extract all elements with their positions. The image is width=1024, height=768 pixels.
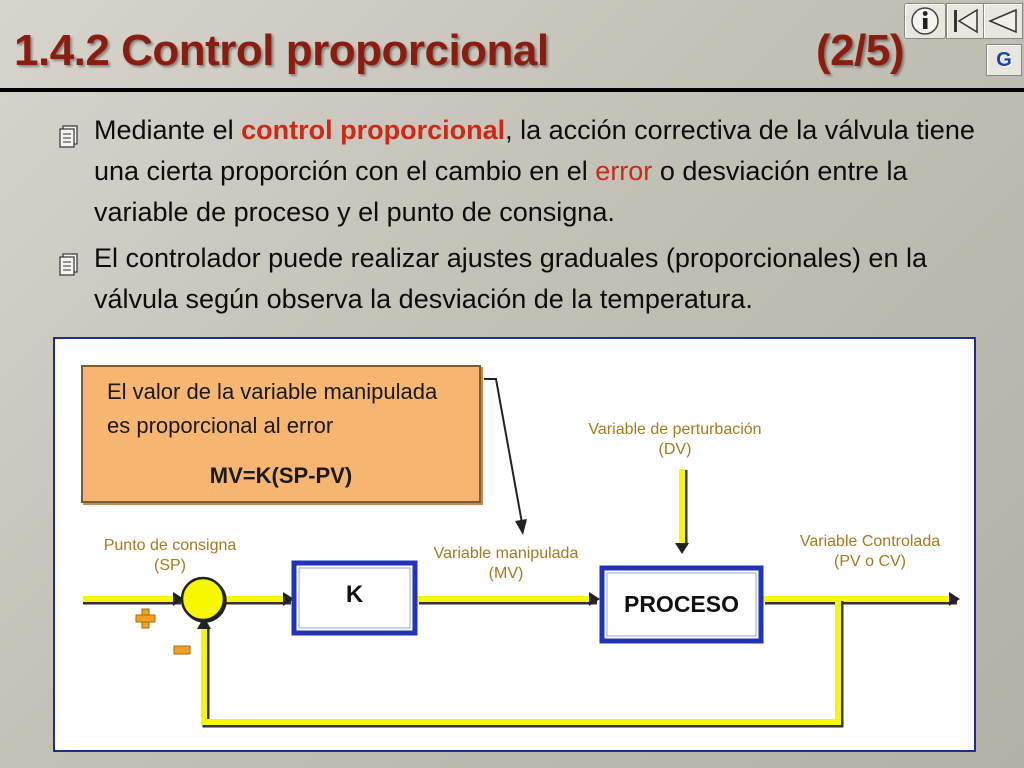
- feedback-loop-line: [201, 599, 841, 725]
- summing-junction: [180, 576, 226, 622]
- first-slide-icon: [954, 8, 978, 34]
- manipulated-label-line: Variable manipulada: [433, 545, 579, 562]
- arrowhead: [283, 592, 294, 606]
- controller-block-label: K: [345, 581, 364, 608]
- controlled-label-abbr: (PV o CV): [833, 553, 906, 570]
- callout-arrow-line: [484, 378, 523, 524]
- bullet-item: Mediante el control proporcional, la acc…: [56, 110, 986, 233]
- first-slide-button[interactable]: [946, 3, 984, 39]
- previous-slide-icon: [988, 8, 1017, 34]
- minus-sign-icon: [173, 645, 191, 655]
- arrowhead: [197, 617, 211, 629]
- bullet-list: Mediante el control proporcional, la acc…: [56, 110, 986, 320]
- bullet-text: El controlador puede realizar ajustes gr…: [94, 243, 927, 314]
- process-block: [599, 565, 764, 644]
- slide-title-text: 1.4.2 Control proporcional: [14, 26, 549, 75]
- text-run: Mediante el: [94, 115, 242, 145]
- arrowhead: [589, 592, 600, 606]
- text-run: o desviación entre la variable de proces…: [94, 156, 908, 227]
- disturbance-variable-label: Variable de perturbación (DV): [550, 420, 800, 460]
- highlight-term: error: [595, 156, 653, 186]
- proportional-formula: MV=K(SP-PV): [209, 463, 353, 488]
- disturbance-label-abbr: (DV): [658, 441, 692, 458]
- plus-sign-icon: [135, 608, 156, 629]
- notepad-icon: [59, 125, 78, 148]
- text-run: , la acción correctiva de la válvula tie…: [94, 115, 975, 186]
- glossary-button[interactable]: G: [986, 44, 1022, 76]
- highlight-term: control proporcional: [241, 115, 506, 145]
- info-icon: [911, 7, 939, 35]
- note-line-1: El valor de la variable manipulada: [107, 379, 438, 404]
- note-line-2: es proporcional al error: [107, 413, 334, 438]
- proportional-note-box: El valor de la variable manipulada es pr…: [81, 365, 481, 503]
- notepad-icon: [59, 253, 78, 276]
- controller-block: [291, 560, 418, 636]
- setpoint-label-line: Punto de consigna: [103, 537, 237, 554]
- bullet-item: El controlador puede realizar ajustes gr…: [56, 238, 986, 320]
- slide-title: 1.4.2 Control proporcional (2/5): [14, 26, 904, 84]
- process-block-label: PROCESO: [623, 591, 740, 617]
- manipulated-variable-label: Variable manipulada (MV): [396, 544, 616, 584]
- control-loop-diagram: [83, 378, 960, 728]
- disturbance-label-line: Variable de perturbación: [588, 421, 762, 438]
- title-divider: [0, 88, 1024, 92]
- bullet-text: Mediante el control proporcional, la acc…: [94, 115, 975, 227]
- setpoint-label: Punto de consigna (SP): [70, 536, 270, 576]
- info-button[interactable]: [904, 3, 946, 39]
- arrowhead: [515, 519, 527, 535]
- controlled-label-line: Variable Controlada: [799, 533, 941, 550]
- arrowhead: [949, 592, 960, 606]
- manipulated-label-abbr: (MV): [488, 565, 524, 582]
- slide-page-indicator: (2/5): [816, 26, 904, 75]
- arrowhead: [173, 592, 184, 606]
- previous-slide-button[interactable]: [983, 3, 1023, 39]
- setpoint-label-abbr: (SP): [154, 557, 186, 574]
- arrowhead: [675, 543, 689, 554]
- controlled-variable-label: Variable Controlada (PV o CV): [770, 532, 970, 572]
